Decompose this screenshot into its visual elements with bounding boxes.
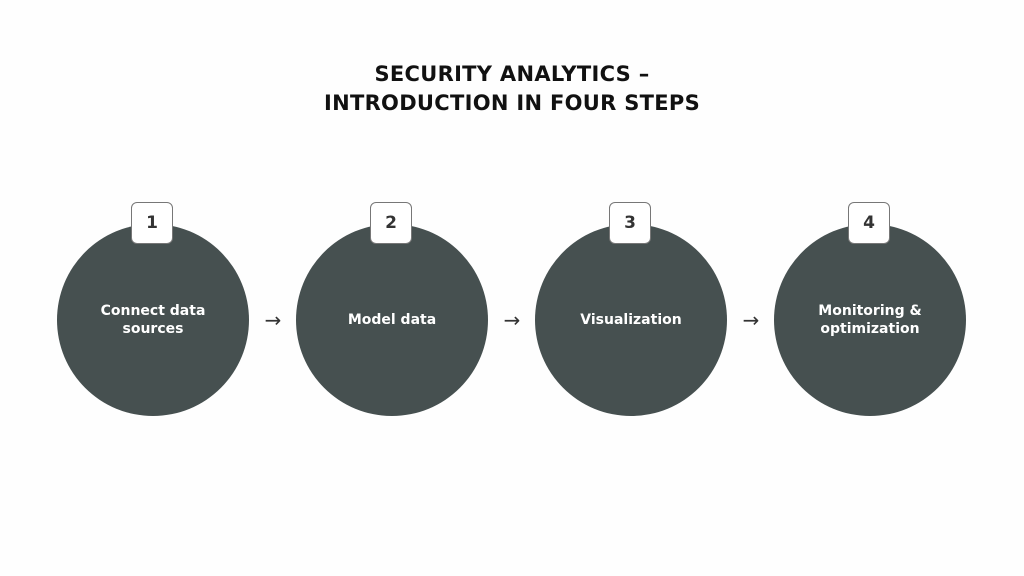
step-number-badge: 2 [370,202,412,244]
step-number-badge: 4 [848,202,890,244]
step-circle: Model data [296,224,488,416]
title-line-2: INTRODUCTION IN FOUR STEPS [323,91,701,115]
step-3: Visualization 3 [535,202,727,416]
arrow-icon: → [264,308,282,332]
step-2: Model data 2 [296,202,488,416]
arrow-icon: → [742,308,760,332]
arrow-icon: → [503,308,521,332]
step-label: Visualization [580,312,682,328]
step-number-badge: 3 [609,202,651,244]
page-title: SECURITY ANALYTICS – INTRODUCTION IN FOU… [0,60,1024,118]
title-line-1: SECURITY ANALYTICS – [374,62,650,86]
step-label: Monitoring & optimization [818,303,922,337]
step-circle: Visualization [535,224,727,416]
step-4: Monitoring & optimization 4 [774,202,966,416]
step-circle: Connect data sources [57,224,249,416]
step-circle: Monitoring & optimization [774,224,966,416]
step-1: Connect data sources 1 [57,202,249,416]
step-label: Model data [347,312,437,328]
step-number-badge: 1 [131,202,173,244]
step-label: Connect data sources [100,303,206,337]
